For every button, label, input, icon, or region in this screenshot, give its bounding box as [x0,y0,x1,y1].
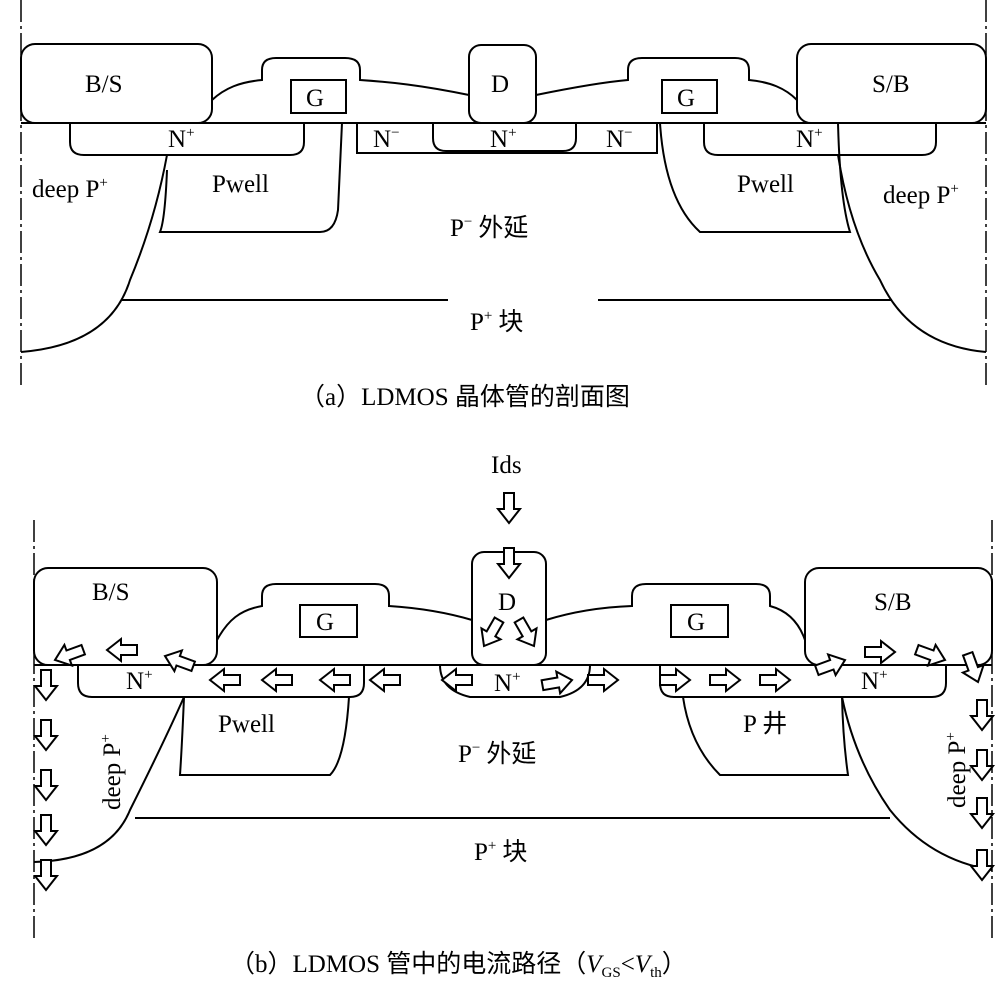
current-arrow-left-4 [261,668,293,692]
label-gate-left: G [306,85,324,112]
current-arrow-right-2 [587,668,619,692]
current-arrow-right-5 [759,668,791,692]
label-deep-p-right-b: deep P+ [943,732,971,808]
label-p-epi-b: P−外延 [458,740,536,768]
label-pwell-left: Pwell [212,171,269,198]
label-p-block: P+块 [470,308,523,336]
nplus-left [69,123,305,156]
pwell-right-b [682,696,850,776]
down-arrow-left-5 [34,859,58,891]
gate-left-b [299,604,358,638]
pwell-left [158,122,343,233]
down-arrow-right-1 [956,649,990,687]
down-arrow-left-1 [34,669,58,701]
nplus-left-b [77,665,365,698]
nplus-drain [432,123,577,152]
down-arrow-left-3 [34,769,58,801]
down-arrow-right-5 [970,849,994,881]
label-nplus-right-b: N+ [861,667,888,695]
current-arrow-left-7 [106,638,138,662]
current-arrow-left-2 [369,668,401,692]
label-pwell-right: Pwell [737,171,794,198]
current-arrow-left-1 [441,668,473,692]
down-arrow-right-4 [970,797,994,829]
label-nplus-left-b: N+ [126,667,153,695]
label-deep-p-left: deep P+ [32,175,108,203]
label-p-epi: P−外延 [450,214,528,242]
down-arrow-left-2 [34,719,58,751]
current-arrow-left-3 [319,668,351,692]
nminus-region [356,123,658,154]
nplus-right [703,123,937,156]
label-nminus-right: N− [606,125,633,153]
label-gate-left-b: G [316,609,334,636]
oxide-right [535,57,798,101]
current-arrow-right-7 [864,640,896,664]
label-drain: D [491,71,509,98]
gate-right-b [670,604,729,638]
current-arrow-right-1 [539,668,575,698]
sb-contact-b [804,567,993,666]
deep-p-right-boundary [837,154,987,353]
bs-contact-b [33,567,218,666]
deep-p-left-boundary [20,154,168,353]
gate-right [661,79,718,114]
current-arrow-right-3 [659,668,691,692]
oxide-right-b [545,583,806,641]
label-deep-p-right: deep P+ [883,181,959,209]
label-nplus-drain-b: N+ [494,669,521,697]
down-arrow-right-3 [970,749,994,781]
label-sb: S/B [872,71,910,98]
ids-arrow-1 [497,492,521,524]
cross-section-diagram: B/S G D G S/B N+ N− N+ N− N+ deep P+ Pwe… [20,0,987,411]
down-arrow-left-4 [34,814,58,846]
deep-p-left-boundary-b [33,696,185,863]
current-arrow-left-6 [160,644,198,678]
label-sb-b: S/B [874,589,912,616]
gate-left [290,79,347,114]
label-bs-b: B/S [92,579,130,606]
drain-arrow-right [508,613,545,653]
label-nminus-left: N− [373,125,400,153]
drain-arrow-left [473,613,510,653]
label-nplus-right: N+ [796,125,823,153]
label-pwell-left-b: Pwell [218,711,275,738]
caption-a: （a）LDMOS 晶体管的剖面图 [300,383,630,411]
label-p-block-b: P+块 [474,838,527,866]
label-pwell-right-b: P 井 [743,710,787,738]
label-nplus-drain: N+ [490,125,517,153]
label-ids: Ids [491,452,522,479]
current-arrow-left-5 [209,668,241,692]
deep-p-right-boundary-b [841,696,993,871]
oxide-left [211,57,470,101]
sb-contact [796,43,987,124]
caption-b: （b）LDMOS 管中的电流路径（VGS<Vth） [230,950,687,981]
label-gate-right: G [677,85,695,112]
label-gate-right-b: G [687,609,705,636]
drain-contact [468,44,537,124]
current-arrow-right-4 [709,668,741,692]
oxide-left-b [216,583,473,641]
pwell-left-b [178,696,350,776]
nplus-right-b [659,665,947,698]
down-arrow-right-2 [970,699,994,731]
label-bs: B/S [85,71,123,98]
current-path-diagram: Ids B/S G D G S/B N+ N+ N+ Pwell P 井 P−外… [33,452,994,981]
label-nplus-left: N+ [168,125,195,153]
bs-contact [20,43,213,124]
label-deep-p-left-b: deep P+ [98,734,126,810]
label-drain-b: D [498,589,516,616]
